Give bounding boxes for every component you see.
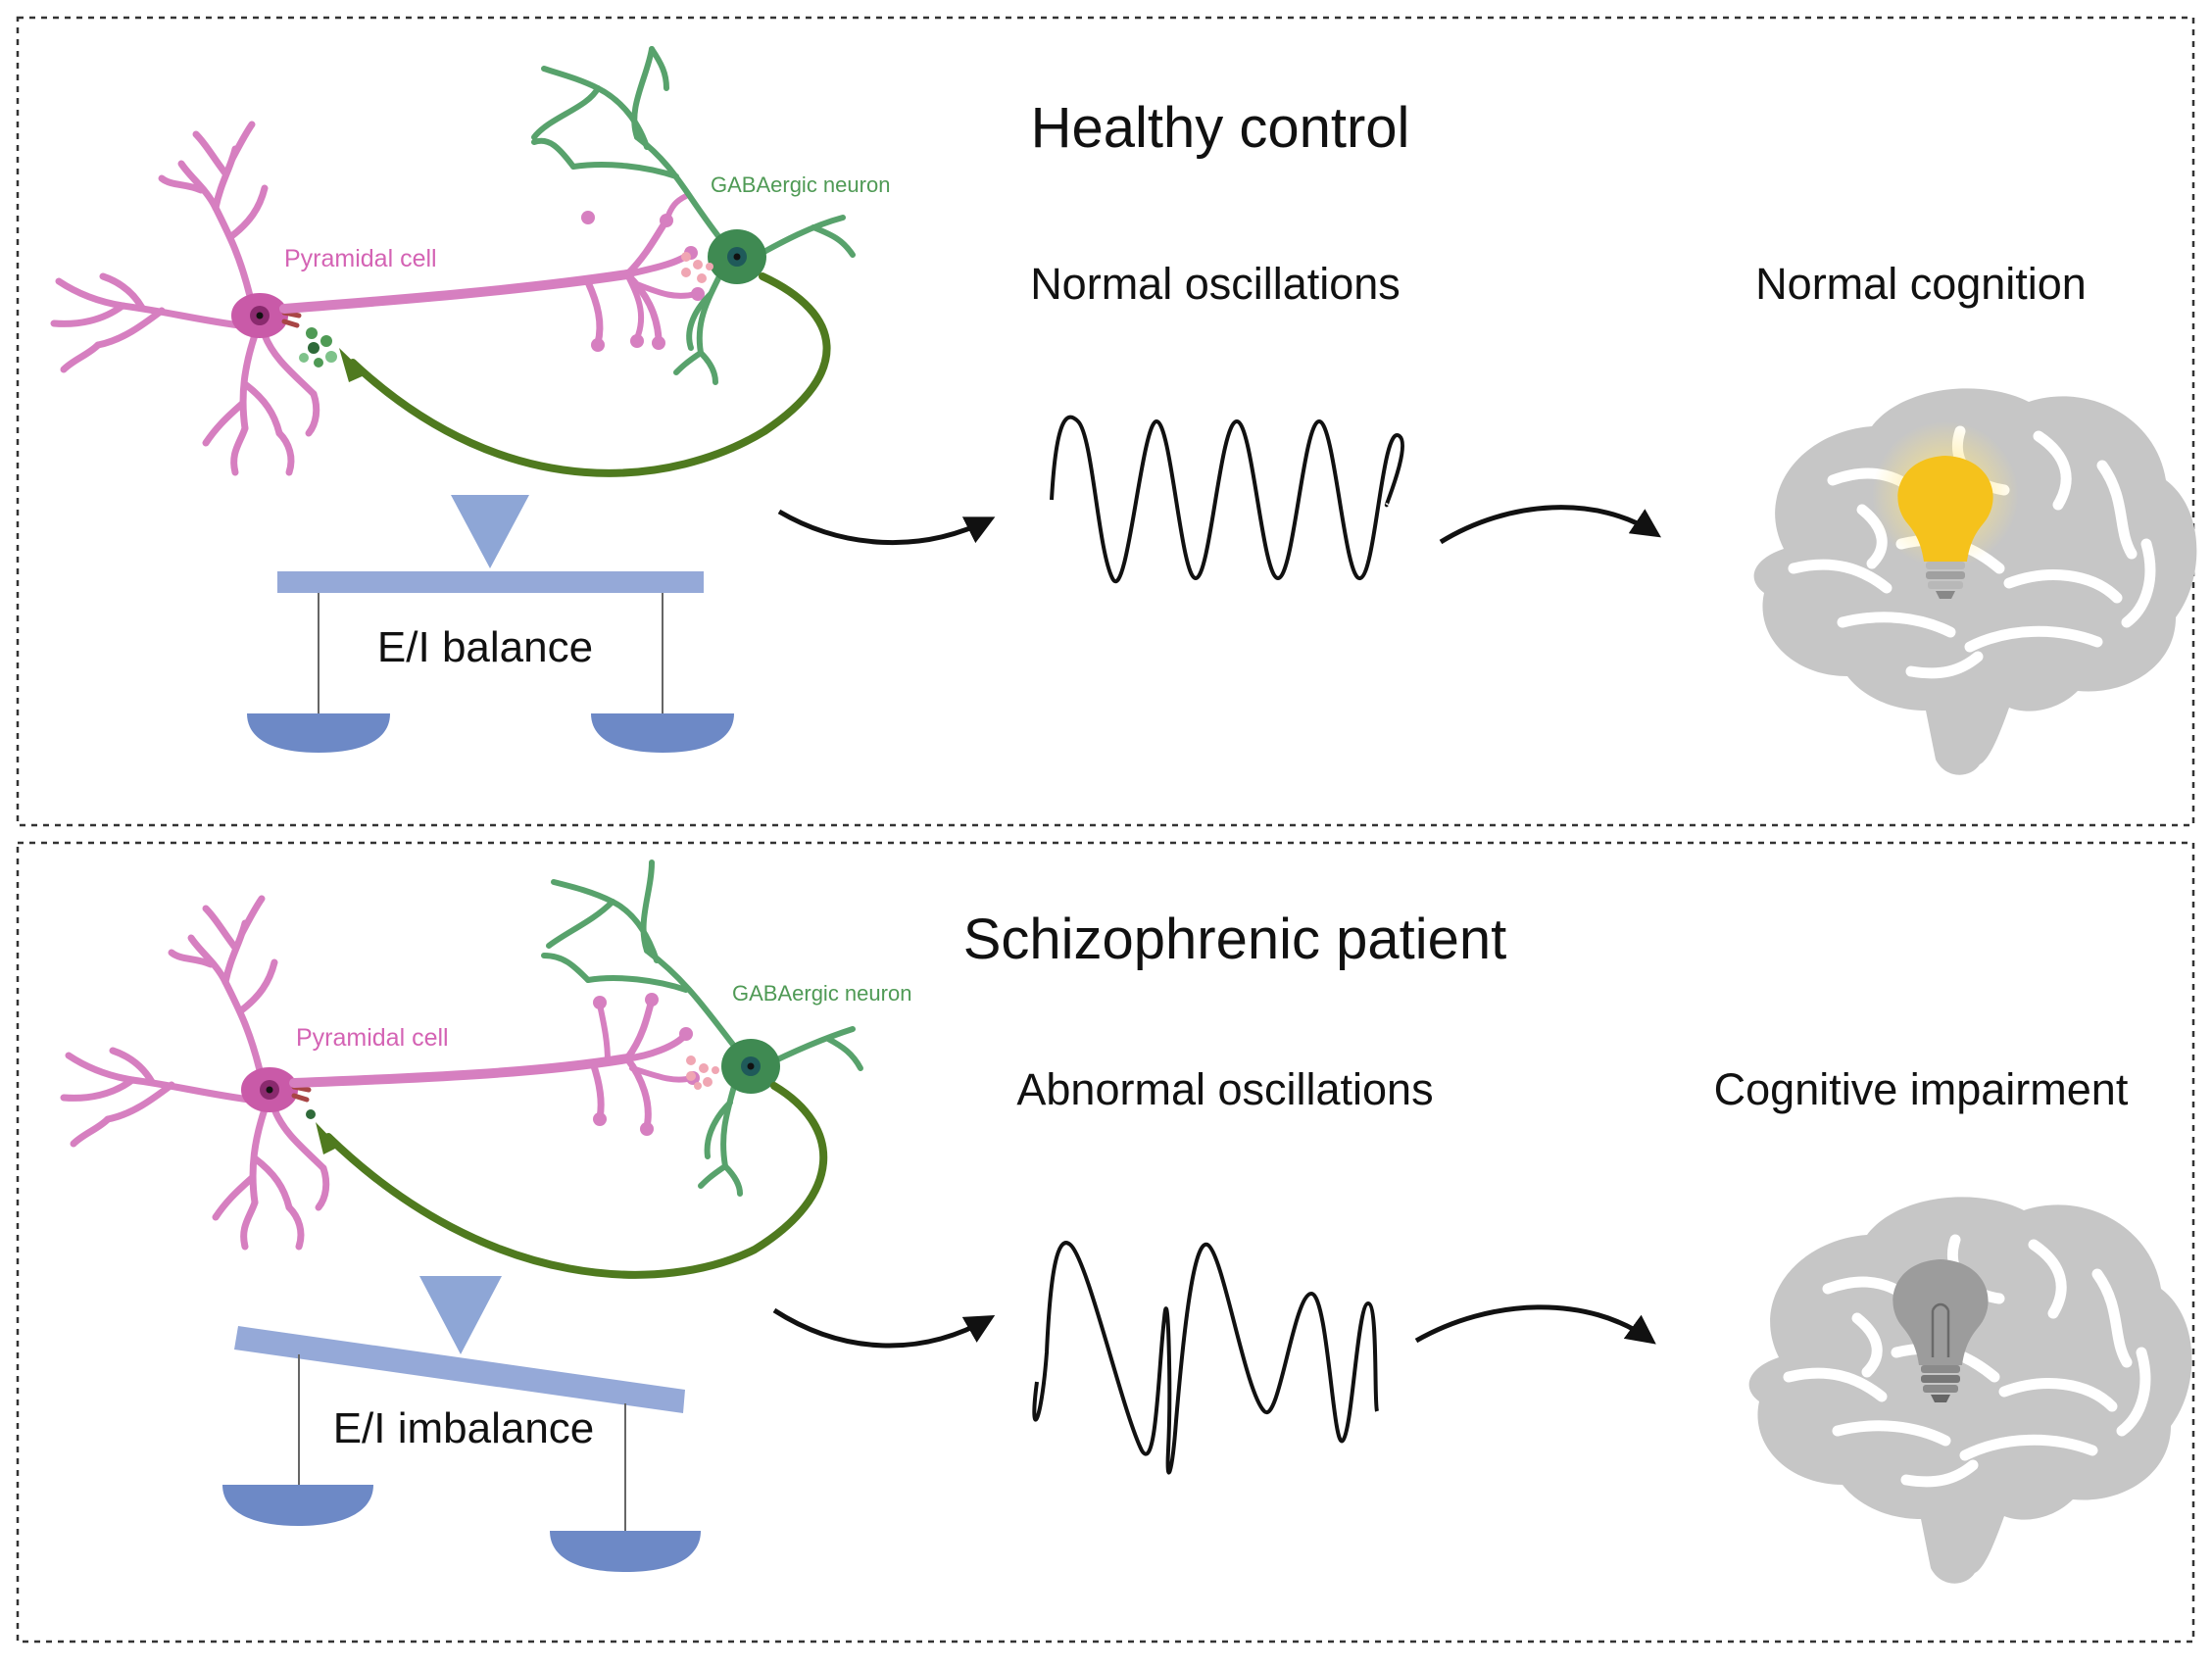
brain-icon xyxy=(1749,1197,2192,1583)
pyramidal-axon xyxy=(289,996,694,1131)
inhibitory-vesicles xyxy=(299,327,337,368)
panel-title: Schizophrenic patient xyxy=(963,908,1507,971)
pyramidal-cell-label: Pyramidal cell xyxy=(284,245,437,272)
gaba-axon-terminal xyxy=(339,348,367,382)
gaba-neuron-illustration xyxy=(531,46,856,385)
lightbulb-unlit-icon xyxy=(1892,1259,1989,1402)
pyramidal-cell-illustration xyxy=(64,899,326,1247)
imbalance-scale xyxy=(222,1276,701,1572)
lightbulb-lit-icon xyxy=(1897,456,1993,599)
gaba-axon xyxy=(324,1082,828,1279)
arrow-to-oscillations xyxy=(772,1307,996,1349)
balance-scale xyxy=(247,495,734,753)
panel-title: Healthy control xyxy=(1031,96,1410,160)
oscillation-label: Abnormal oscillations xyxy=(1016,1064,1433,1114)
panel-schizophrenic-patient: Schizophrenic patient Pyramidal cell xyxy=(16,841,2195,1644)
arrow-to-oscillations xyxy=(777,509,996,546)
excitatory-vesicles xyxy=(681,252,713,283)
gaba-axon-terminal xyxy=(316,1122,339,1154)
oscillation-label: Normal oscillations xyxy=(1030,259,1401,309)
arrow-to-cognition xyxy=(1414,1304,1656,1345)
axon-terminals xyxy=(581,211,705,352)
abnormal-oscillation-wave xyxy=(1032,1241,1379,1475)
balance-label: E/I balance xyxy=(377,623,593,671)
panel-border xyxy=(16,841,2195,1644)
gaba-neuron-label: GABAergic neuron xyxy=(711,172,890,197)
panel-healthy-control: Healthy control Pyramidal cell xyxy=(16,16,2196,827)
cognition-label: Cognitive impairment xyxy=(1714,1064,2129,1114)
axon-terminals xyxy=(593,993,700,1136)
excitatory-vesicles xyxy=(686,1055,719,1090)
gaba-axon xyxy=(349,272,831,477)
pyramidal-cell-label: Pyramidal cell xyxy=(296,1024,449,1052)
inhibitory-vesicles xyxy=(306,1109,316,1119)
gaba-neuron-illustration xyxy=(541,859,863,1197)
gaba-neuron-label: GABAergic neuron xyxy=(732,981,911,1006)
imbalance-label: E/I imbalance xyxy=(333,1404,595,1452)
cognition-label: Normal cognition xyxy=(1755,259,2087,309)
arrow-to-cognition xyxy=(1439,505,1661,545)
normal-oscillation-wave xyxy=(1050,415,1404,584)
pyramidal-cell-illustration xyxy=(54,124,317,472)
panel-border xyxy=(16,16,2195,827)
